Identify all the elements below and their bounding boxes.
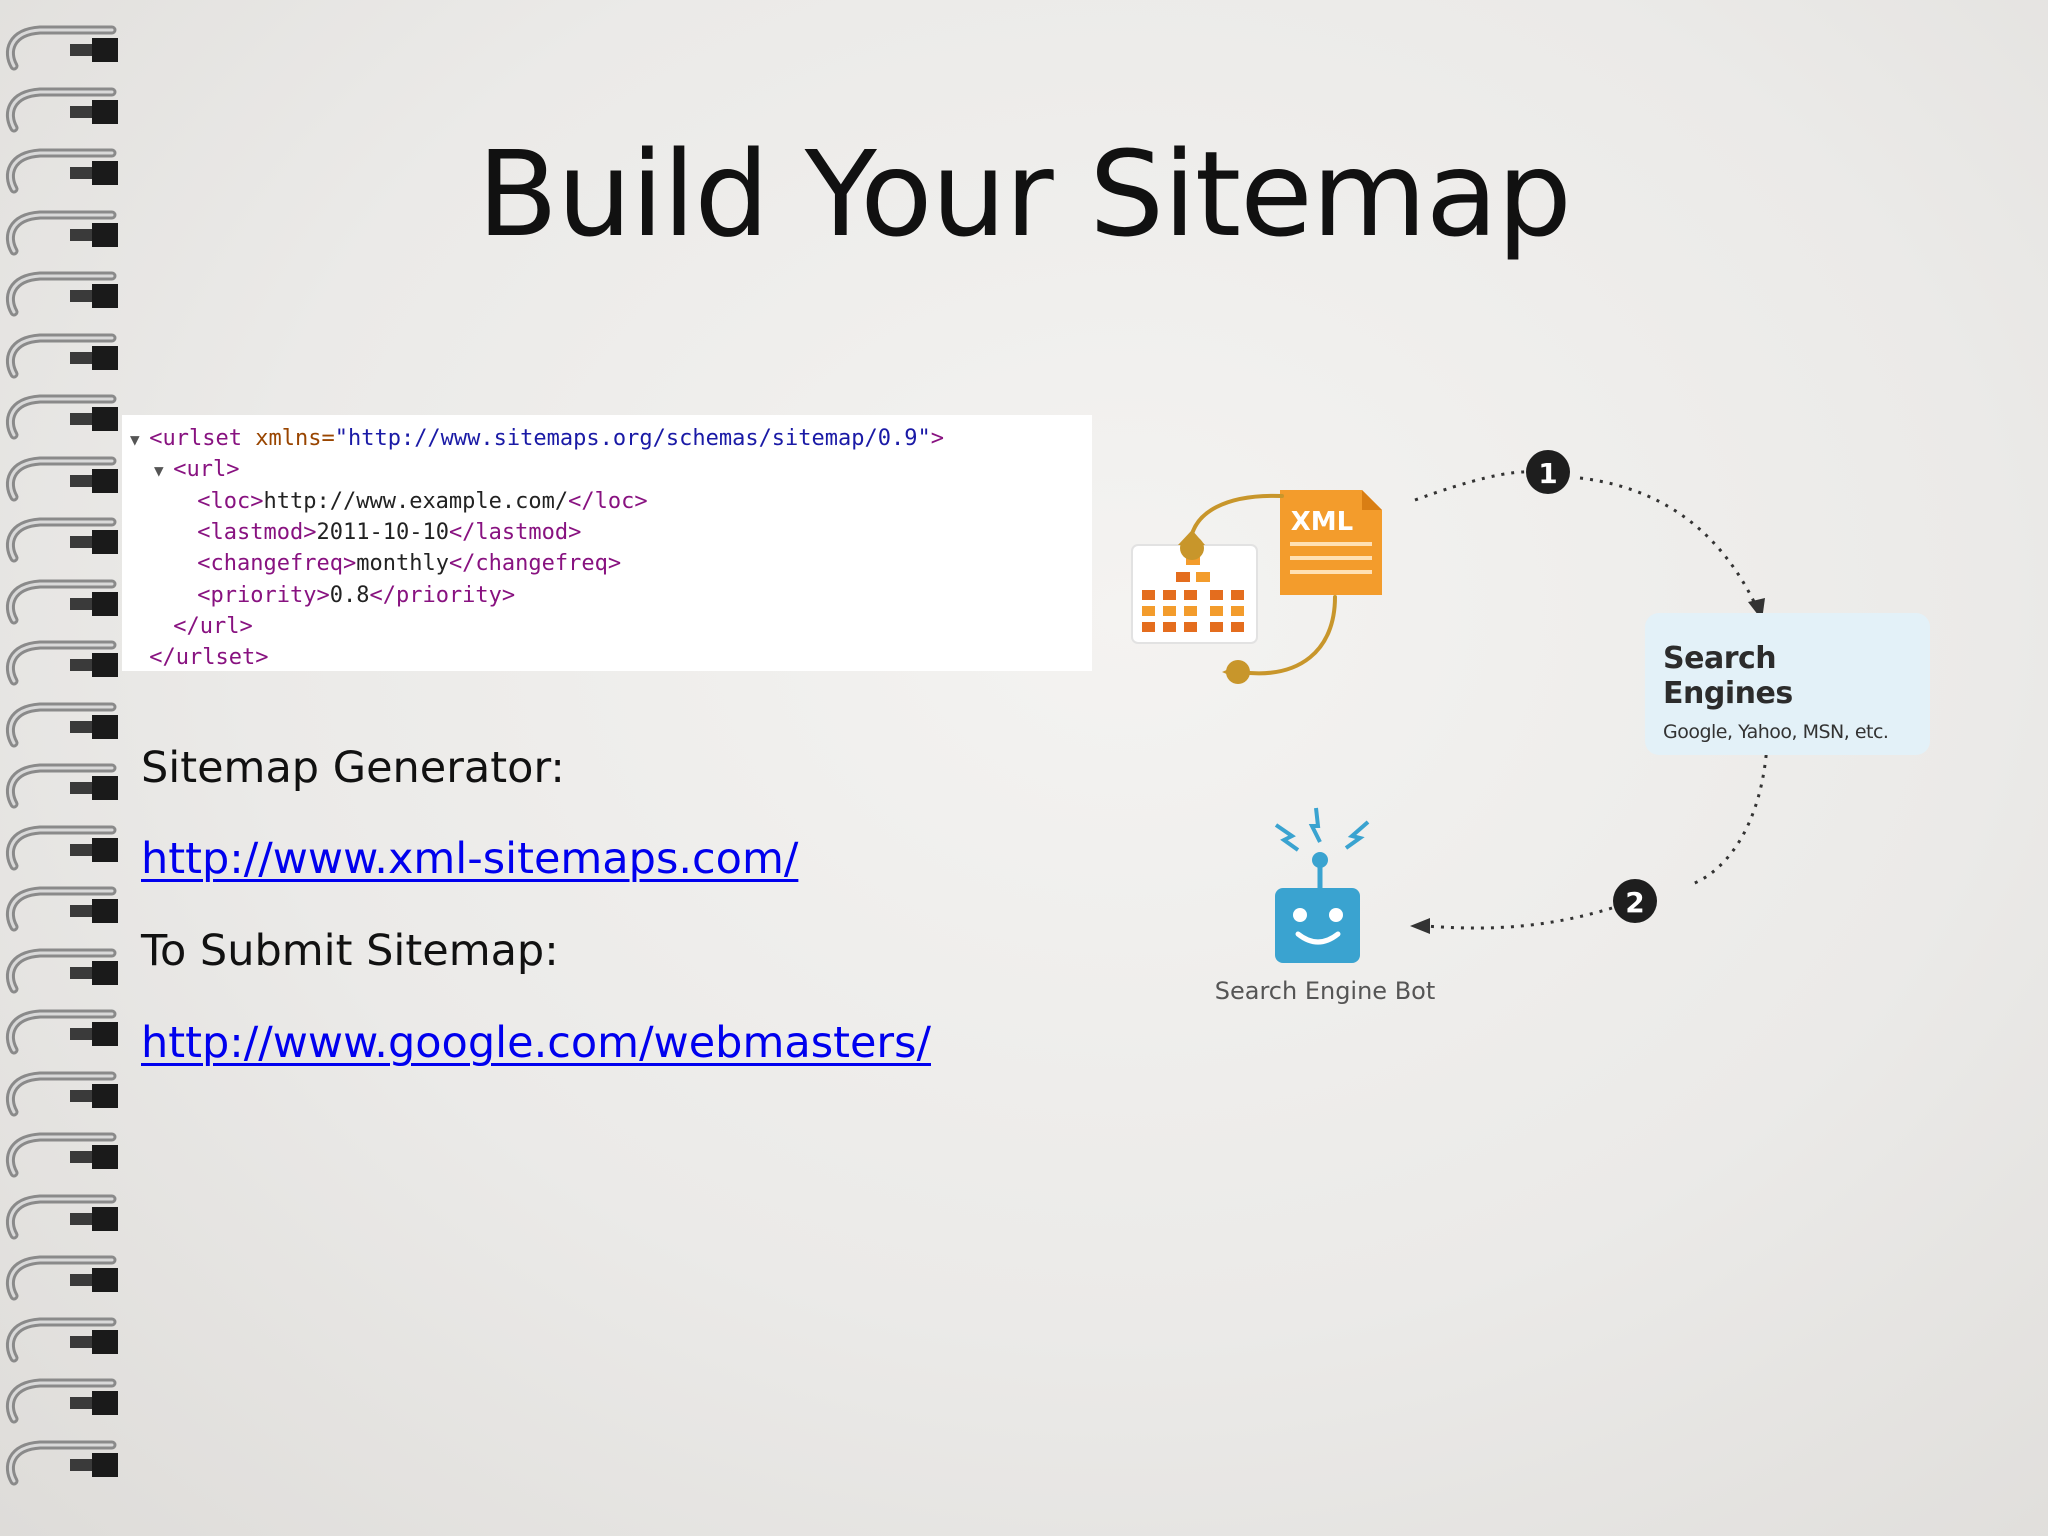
code-token: </lastmod> [448, 519, 582, 545]
code-line: ▼ <urlset xmlns="http://www.sitemaps.org… [130, 423, 944, 455]
binding-ring [6, 948, 118, 993]
binding-ring [6, 1132, 118, 1178]
binding-ring [6, 1317, 118, 1362]
binding-ring [6, 702, 118, 747]
binding-ring [6, 579, 118, 624]
xml-file-label: XML [1291, 507, 1354, 537]
binding-ring [6, 640, 118, 686]
search-engine-bot-label: Search Engine Bot [1214, 977, 1436, 1005]
code-token: monthly [356, 551, 449, 577]
code-token [178, 587, 197, 606]
code-token: ▼ [130, 430, 150, 449]
binding-ring [6, 886, 118, 932]
sitemap-tree-icon [1131, 544, 1258, 644]
step-two-badge: 2 [1625, 886, 1644, 919]
code-token: <lastmod> [197, 519, 317, 545]
code-line: <lastmod>2011-10-10</lastmod> [178, 517, 581, 549]
code-token [154, 618, 173, 637]
code-token: "http://www.sitemaps.org/schemas/sitemap… [334, 426, 931, 451]
code-token: </loc> [568, 488, 648, 514]
code-token: </urlset> [149, 645, 269, 671]
page-title: Build Your Sitemap [477, 125, 1572, 263]
code-token: <url> [173, 457, 240, 483]
binding-ring [6, 271, 118, 317]
binding-ring [6, 1255, 118, 1301]
code-token: 0.8 [329, 582, 370, 608]
code-token: 2011-10-10 [316, 519, 449, 545]
code-line: <priority>0.8</priority> [178, 580, 515, 612]
code-line: </url> [154, 611, 253, 643]
binding-ring [6, 1071, 118, 1116]
code-token: xmlns= [255, 426, 335, 451]
binding-ring [6, 25, 118, 71]
code-token [178, 555, 197, 574]
robot-icon [1274, 807, 1370, 963]
binding-ring [6, 87, 118, 132]
binding-ring [6, 1194, 118, 1239]
binding-ring [6, 763, 118, 809]
search-engines-subtitle: Google, Yahoo, MSN, etc. [1663, 721, 1889, 743]
code-token: ▼ [154, 461, 174, 481]
xml-file-icon: XML [1280, 490, 1382, 595]
binding-ring [6, 517, 118, 563]
code-token: > [930, 426, 944, 451]
code-token: <loc> [197, 488, 264, 514]
sitemap-xml-code-sample: ▼ <urlset xmlns="http://www.sitemaps.org… [122, 415, 1092, 671]
search-engines-title: Search Engines [1663, 641, 1793, 711]
code-token: </url> [173, 613, 253, 639]
search-engines-box: Search Engines Google, Yahoo, MSN, etc. [1645, 613, 1930, 755]
code-token: </changefreq> [448, 551, 622, 577]
code-token [178, 493, 197, 512]
binding-ring [6, 1009, 118, 1055]
generator-label: Sitemap Generator: [141, 743, 565, 793]
binding-ring [6, 456, 118, 501]
binding-ring [6, 394, 118, 440]
code-line: </urlset> [130, 642, 268, 674]
code-token: <priority> [197, 582, 330, 608]
code-token: <changefreq> [197, 551, 357, 577]
binding-ring [6, 825, 118, 870]
spiral-binding [0, 0, 130, 1536]
binding-ring [6, 148, 118, 194]
submit-link[interactable]: http://www.google.com/webmasters/ [141, 1018, 931, 1068]
step-one-badge: 1 [1538, 457, 1557, 490]
submit-label: To Submit Sitemap: [141, 926, 559, 976]
code-token: <urlset [149, 426, 256, 451]
code-token [130, 649, 149, 668]
code-line: <loc>http://www.example.com/</loc> [178, 486, 648, 518]
generator-link[interactable]: http://www.xml-sitemaps.com/ [141, 834, 799, 884]
binding-ring [6, 210, 118, 255]
binding-ring [6, 1440, 118, 1485]
binding-ring [6, 333, 118, 378]
code-token [178, 524, 197, 543]
code-token: http://www.example.com/ [263, 488, 569, 514]
code-token: </priority> [369, 582, 516, 608]
code-line: ▼ <url> [154, 454, 240, 486]
code-line: <changefreq>monthly</changefreq> [178, 548, 621, 580]
binding-ring [6, 1378, 118, 1424]
sitemap-flow-diagram: XML 1 2 [1131, 450, 1769, 963]
